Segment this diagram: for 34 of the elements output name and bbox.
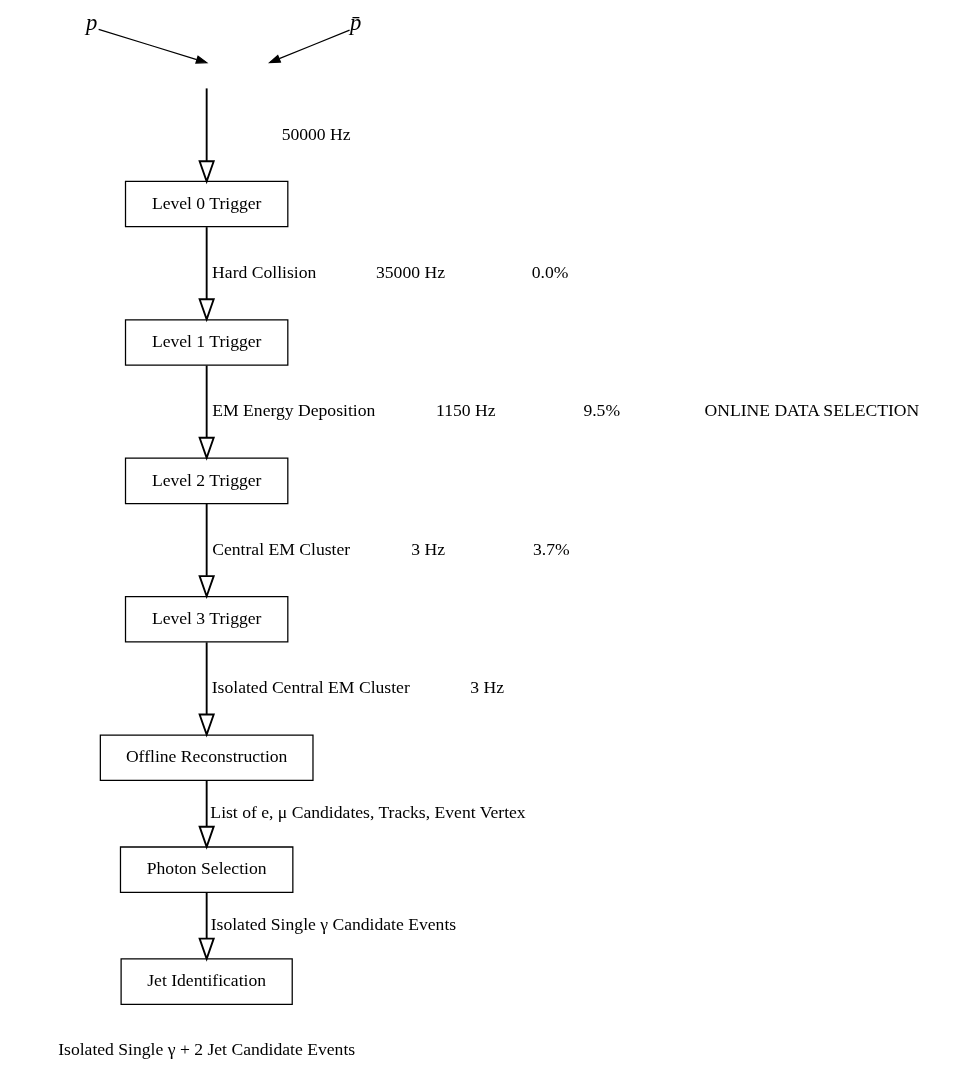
- label: Isolated Single γ + 2 Jet Candidate Events: [57, 1039, 355, 1060]
- edge-label: EM Energy Deposition: [211, 400, 375, 421]
- node-box: Photon Selection: [119, 846, 293, 893]
- node-box: Level 2 Trigger: [124, 457, 288, 505]
- node-box: Level 1 Trigger: [124, 319, 288, 366]
- label: 3 Hz: [410, 538, 445, 559]
- arrow: [267, 29, 350, 64]
- node-box: Offline Reconstruction: [99, 734, 314, 781]
- node-text: p: [85, 10, 97, 36]
- label: 3 Hz: [469, 677, 504, 698]
- arrow: [197, 891, 215, 962]
- edge-label: List of e, μ Candidates, Tracks, Event Vertex: [209, 802, 526, 823]
- label: 9.5%: [582, 400, 620, 421]
- label: 3.7%: [532, 538, 570, 559]
- edge-label: Isolated Single γ Candidate Events: [210, 914, 456, 935]
- edge-label: Central EM Cluster: [211, 538, 350, 559]
- node-box: Level 3 Trigger: [124, 596, 288, 643]
- arrow: [197, 364, 215, 461]
- label: 50000 Hz: [281, 123, 351, 144]
- arrow: [197, 226, 215, 323]
- arrow: [197, 503, 215, 600]
- arrow: [197, 779, 215, 850]
- node-text: p̄: [349, 10, 361, 36]
- label: 0.0%: [531, 261, 568, 282]
- label: ONLINE DATA SELECTION: [703, 400, 919, 421]
- arrow: [97, 28, 208, 64]
- label: 1150 Hz: [435, 400, 496, 421]
- node-box: Level 0 Trigger: [124, 180, 288, 228]
- arrow: [197, 87, 215, 185]
- label: 35000 Hz: [375, 261, 445, 282]
- node-box: Jet Identification: [120, 958, 293, 1005]
- edge-label: Hard Collision: [211, 261, 316, 282]
- arrow: [197, 641, 215, 738]
- edge-label: Isolated Central EM Cluster: [211, 677, 410, 698]
